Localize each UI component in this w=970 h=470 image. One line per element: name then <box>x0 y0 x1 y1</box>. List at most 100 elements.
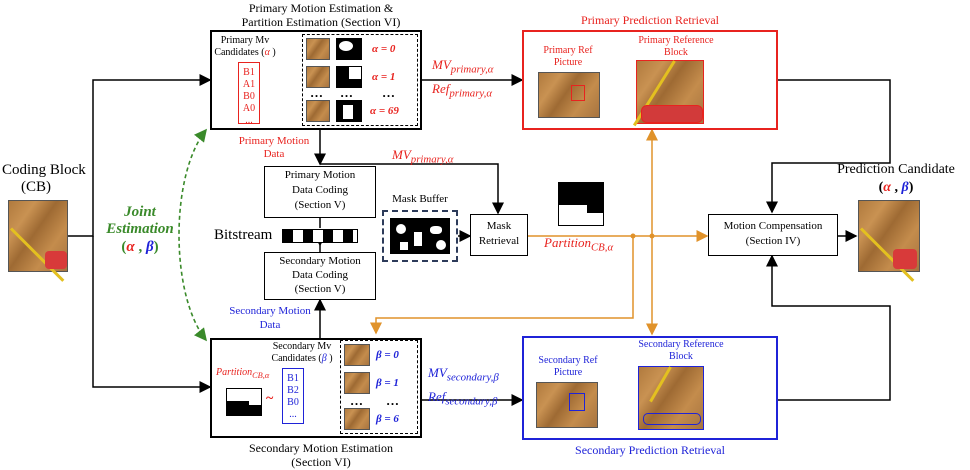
mv-primary-label-2: MVprimary,α <box>392 147 454 166</box>
motion-compensation-box <box>708 214 838 256</box>
secondary-partition-mask <box>226 388 262 416</box>
ellipsis: … <box>310 85 323 100</box>
primary-coding-line-3: (Section V) <box>294 199 346 211</box>
primary-mask-thumb <box>336 66 362 88</box>
mv-secondary-label: MVsecondary,β <box>428 365 499 384</box>
red-object <box>641 105 703 123</box>
primary-est-header-1: Primary Motion Estimation & <box>248 1 394 15</box>
motion-compensation-line-2: (Section IV) <box>745 235 801 247</box>
ref-rect <box>569 393 585 411</box>
primary-thumb <box>306 66 330 88</box>
primary-candidate: B0 <box>243 91 255 102</box>
primary-candidate: A1 <box>242 79 256 90</box>
ref-rect <box>571 85 585 101</box>
primary-mask-thumb <box>336 38 362 60</box>
ellipsis: … <box>340 85 353 100</box>
primary-ref-block <box>632 60 704 127</box>
prediction-candidate-params: (α , β) <box>878 180 914 195</box>
secondary-coding-line-1: Secondary Motion <box>279 255 361 267</box>
primary-candidate: A0 <box>242 103 256 114</box>
secondary-retrieval-title: Secondary Prediction Retrieval <box>575 443 725 457</box>
mask-buffer <box>382 210 458 262</box>
ref-secondary-label: Refsecondary,β <box>428 389 498 408</box>
beta-label: β = 1 <box>376 377 399 389</box>
secondary-ref-picture <box>536 382 598 428</box>
mask-buffer-image <box>390 218 450 254</box>
secondary-cand-title-2: Candidates (β ) <box>271 353 333 364</box>
tilde: ~ <box>266 391 274 406</box>
primary-thumb <box>306 38 330 60</box>
primary-ref-block-2: Block <box>664 47 688 58</box>
coding-block-title: Coding Block <box>2 162 86 178</box>
mask-retrieval-line-2: Retrieval <box>478 235 520 247</box>
red-object <box>45 251 67 269</box>
partition-in-label: PartitionCB,α <box>216 367 270 380</box>
secondary-candidate: ... <box>289 409 297 420</box>
partition-label: PartitionCB,α <box>544 235 614 254</box>
mv-primary-label: MVprimary,α <box>432 57 494 76</box>
secondary-thumb <box>344 408 370 430</box>
ellipsis: … <box>382 85 395 100</box>
secondary-coding-box <box>264 252 376 300</box>
secondary-candidate: B0 <box>287 397 299 408</box>
primary-mask-thumb <box>336 100 362 122</box>
primary-motion-data-1: Primary Motion <box>238 135 310 147</box>
mask-buffer-label: Mask Buffer <box>392 193 448 205</box>
secondary-coding-line-2: Data Coding <box>292 269 348 281</box>
ref-primary-label: Refprimary,α <box>432 81 493 100</box>
secondary-ref-block-2: Block <box>669 351 693 362</box>
bitstream-label: Bitstream <box>214 227 273 243</box>
ellipsis: … <box>350 393 363 408</box>
secondary-candidate-list: B1 B2 B0 ... <box>282 368 304 424</box>
joint-label-2: Estimation <box>106 221 174 237</box>
ellipsis: … <box>386 393 399 408</box>
partition-mask <box>558 182 604 226</box>
primary-coding-line-2: Data Coding <box>292 184 348 196</box>
prediction-candidate-title: Prediction Candidate <box>837 162 955 177</box>
primary-ref-pic-1: Primary Ref <box>543 45 593 56</box>
alpha-label: α = 0 <box>372 43 396 55</box>
joint-label-1: Joint <box>124 204 156 220</box>
secondary-ref-block-1: Secondary Reference <box>638 339 724 350</box>
primary-cand-title-1: Primary Mv <box>220 35 270 46</box>
primary-thumb <box>306 100 330 122</box>
joint-params: (α , β) <box>121 239 159 255</box>
alpha-label: α = 69 <box>370 105 399 117</box>
primary-candidate-list: B1 A1 B0 A0 ... <box>238 62 260 126</box>
motion-compensation-line-1: Motion Compensation <box>723 220 823 232</box>
primary-candidate: B1 <box>243 67 255 78</box>
mask-retrieval-box <box>470 214 528 256</box>
alpha-label: α = 1 <box>372 71 396 83</box>
primary-coding-box <box>264 166 376 218</box>
coding-block-image <box>8 200 68 282</box>
secondary-ref-pic-2: Picture <box>553 367 583 378</box>
mask-retrieval-line-1: Mask <box>486 220 512 232</box>
secondary-coding-line-3: (Section V) <box>294 283 346 295</box>
blue-outline <box>643 413 701 425</box>
secondary-candidate: B1 <box>287 373 299 384</box>
secondary-thumb <box>344 344 370 366</box>
prediction-candidate-image <box>858 200 920 282</box>
secondary-candidate: B2 <box>287 385 299 396</box>
secondary-motion-data-1: Secondary Motion <box>229 305 311 317</box>
beta-label: β = 0 <box>376 349 399 361</box>
primary-retrieval-title: Primary Prediction Retrieval <box>581 13 719 27</box>
primary-ref-picture <box>538 72 600 118</box>
yellow-line <box>649 366 672 403</box>
bitstream-bar <box>282 229 358 243</box>
red-object <box>893 249 917 269</box>
secondary-cand-title-1: Secondary Mv <box>272 341 332 352</box>
primary-est-header-2: Partition Estimation (Section VI) <box>241 15 401 29</box>
primary-candidate: ... <box>245 115 253 126</box>
beta-label: β = 6 <box>376 413 399 425</box>
secondary-motion-data-2: Data <box>259 319 281 331</box>
primary-coding-line-1: Primary Motion <box>284 169 356 181</box>
primary-ref-block-1: Primary Reference <box>638 35 714 46</box>
primary-motion-data-2: Data <box>263 148 285 160</box>
secondary-thumb <box>344 372 370 394</box>
secondary-ref-pic-1: Secondary Ref <box>538 355 598 366</box>
secondary-ref-block <box>638 366 704 430</box>
coding-block-sub: (CB) <box>21 179 51 195</box>
primary-ref-pic-2: Picture <box>553 57 583 68</box>
